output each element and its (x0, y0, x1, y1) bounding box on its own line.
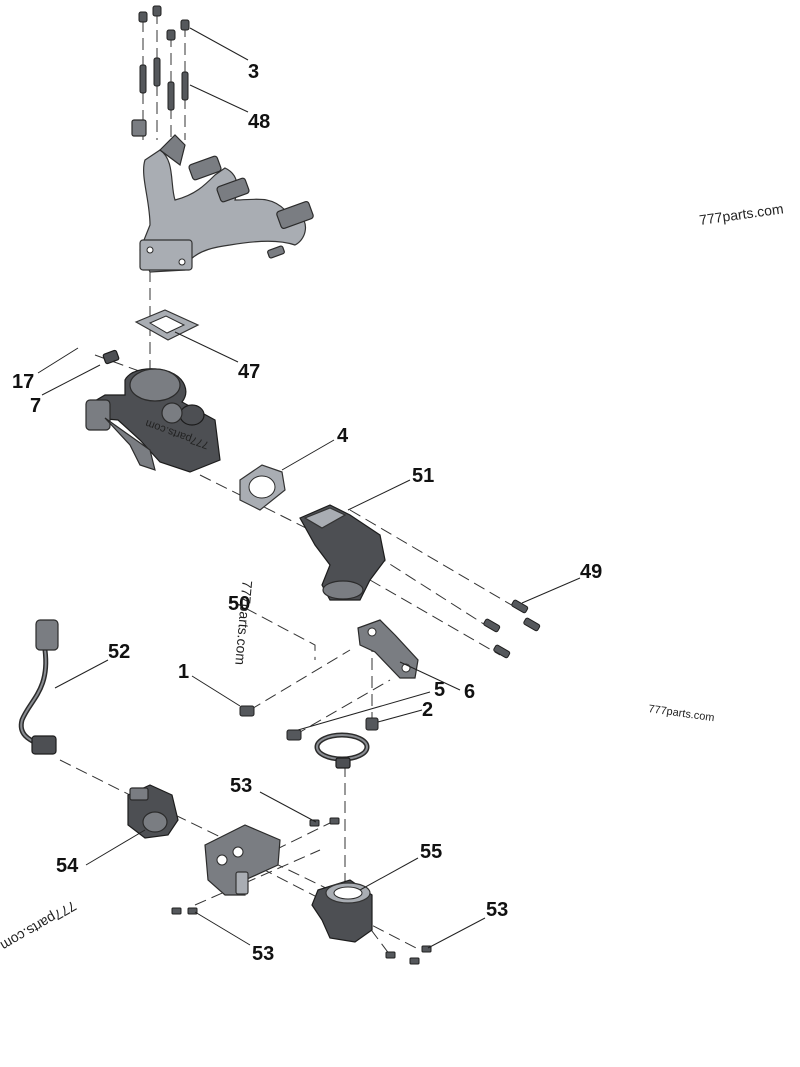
actuator (127, 784, 179, 839)
callout-2: 2 (422, 699, 433, 721)
v-band-clamp (314, 732, 370, 769)
bracket-bolts (239, 705, 379, 741)
manifold-gasket (134, 309, 200, 341)
callout-49: 49 (580, 561, 602, 583)
callout-4: 4 (337, 425, 349, 447)
callout-numbers: 3 48 47 17 7 4 51 49 50 52 1 5 6 2 53 54… (12, 61, 602, 965)
callout-52: 52 (108, 641, 130, 663)
watermark-center: 777parts.com (232, 580, 255, 666)
callout-50: 50 (228, 593, 250, 615)
callout-51: 51 (412, 465, 434, 487)
callout-17: 17 (12, 371, 34, 393)
callout-48: 48 (248, 111, 270, 133)
callout-55: 55 (420, 841, 442, 863)
watermark-bottom-left: 777parts.com (0, 898, 79, 954)
sensor-harness (18, 619, 59, 755)
exhaust-manifold (131, 119, 314, 273)
studs-and-nuts (138, 5, 190, 111)
outlet-housing (311, 879, 373, 943)
watermark-top-right: 777parts.com (698, 200, 784, 228)
callout-53-right: 53 (486, 899, 508, 921)
watermarks: 777parts.com 777parts.com 777parts.com 7… (0, 200, 784, 954)
exhaust-elbow (299, 504, 386, 601)
callout-1: 1 (178, 661, 189, 683)
actuator-mounting-bracket (204, 824, 281, 896)
small-screws (171, 817, 432, 965)
callout-47: 47 (238, 361, 260, 383)
support-bracket (357, 619, 419, 679)
callout-7: 7 (30, 395, 41, 417)
turbocharger (85, 349, 221, 473)
elbow-bolts (483, 599, 541, 659)
callout-53-bottom: 53 (252, 943, 274, 965)
turbo-outlet-gasket (239, 464, 286, 511)
leader-lines (37, 27, 581, 949)
callout-3: 3 (248, 61, 259, 83)
watermark-right: 777parts.com (648, 703, 716, 724)
callout-5: 5 (434, 679, 445, 701)
callout-54: 54 (56, 855, 79, 877)
callout-53-top: 53 (230, 775, 252, 797)
callout-6: 6 (464, 681, 475, 703)
